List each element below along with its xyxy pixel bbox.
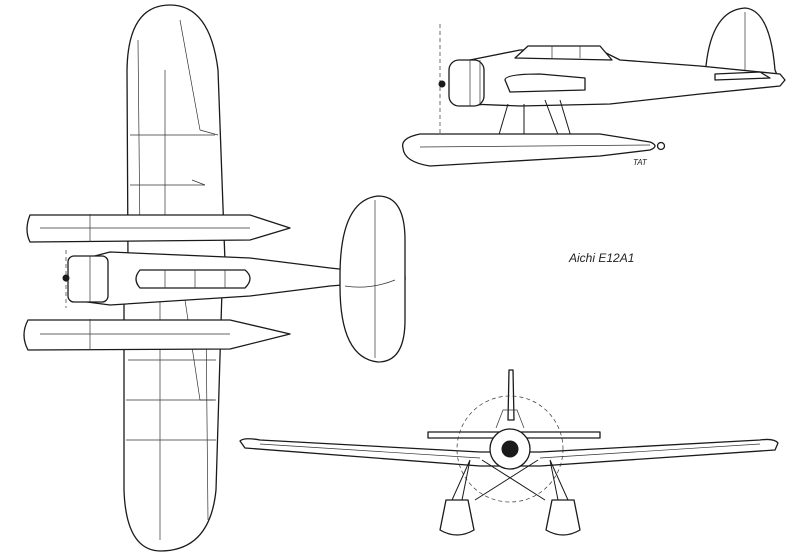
- front-fin: [507, 369, 515, 421]
- plan-lower-float: [23, 319, 291, 351]
- artist-signature: ΤΑΤ: [633, 158, 647, 167]
- side-water-rudder: [656, 141, 666, 151]
- front-view: [239, 369, 779, 536]
- front-spinner: [501, 440, 519, 458]
- side-canopy: [514, 45, 613, 61]
- plan-lower-wing: [123, 289, 223, 552]
- side-view: [401, 7, 786, 167]
- drawing-caption: Aichi E12A1: [569, 251, 635, 265]
- plan-upper-wing: [126, 4, 226, 263]
- plan-canopy: [135, 269, 251, 289]
- side-tailplane: [714, 71, 771, 81]
- plan-upper-float: [26, 214, 291, 243]
- side-float: [401, 133, 656, 167]
- plan-spinner: [62, 274, 70, 282]
- plan-horizontal-stabilizer: [339, 195, 406, 363]
- front-float-struts: [451, 459, 569, 501]
- side-fin: [705, 7, 781, 83]
- front-propeller-disc: [456, 395, 564, 503]
- side-spinner: [438, 80, 446, 88]
- front-right-float: [545, 499, 581, 536]
- front-left-float: [439, 499, 475, 536]
- side-engine-cowl: [448, 59, 485, 107]
- plan-engine-cowl: [67, 255, 109, 303]
- side-float-struts: [497, 99, 573, 141]
- side-wing-root: [504, 73, 586, 93]
- plan-view: [23, 4, 406, 552]
